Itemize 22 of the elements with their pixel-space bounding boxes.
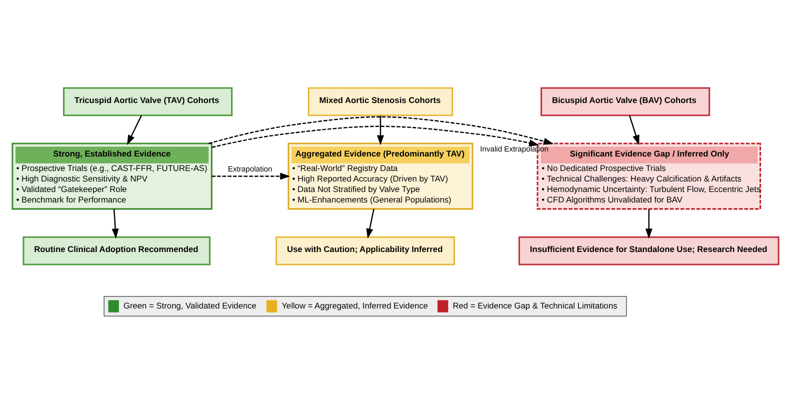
arrow xyxy=(212,126,540,148)
edge-label: Invalid Extrapolation xyxy=(480,144,549,154)
edge-label: Extrapolation xyxy=(228,164,272,174)
arrow xyxy=(112,208,119,239)
node-box: Bicuspid Aortic Valve (BAV) Cohorts xyxy=(540,87,710,116)
arrow xyxy=(628,115,640,146)
node-box: Aggregated Evidence (Predominantly TAV) • “Real-World” Registry Data • High Reported Accuracy (Driven by TAV) • Data Not Stratified by Valve Type • ML-Enhancements (General Populations) xyxy=(288,142,474,210)
node-box: Strong, Established Evidence • Prospective Trials (e.g., CAST-FFR, FUTURE-AS) • High Diagnostic Sensitivity & NPV • Validated “Gatekeeper” Role • Benchmark for Performance xyxy=(12,142,212,210)
arrow xyxy=(376,116,384,146)
legend-label: Red = Evidence Gap & Technical Limitations xyxy=(452,300,618,310)
node-box: Tricuspid Aortic Valve (TAV) Cohorts xyxy=(63,87,233,116)
node-box: Insufficient Evidence for Standalone Use; Research Needed xyxy=(518,236,780,266)
legend-label: Yellow = Aggregated, Inferred Evidence xyxy=(282,300,428,310)
arrow xyxy=(366,208,374,239)
node-box: Use with Caution; Applicability Inferred xyxy=(276,236,455,266)
node-box: Mixed Aortic Stenosis Cohorts xyxy=(308,87,454,116)
arrow xyxy=(212,172,290,180)
arrow xyxy=(126,115,142,146)
arrow xyxy=(208,116,554,145)
arrow xyxy=(645,209,652,239)
node-box: Routine Clinical Adoption Recommended xyxy=(22,236,211,266)
legend-label: Green = Strong, Validated Evidence xyxy=(123,300,256,310)
